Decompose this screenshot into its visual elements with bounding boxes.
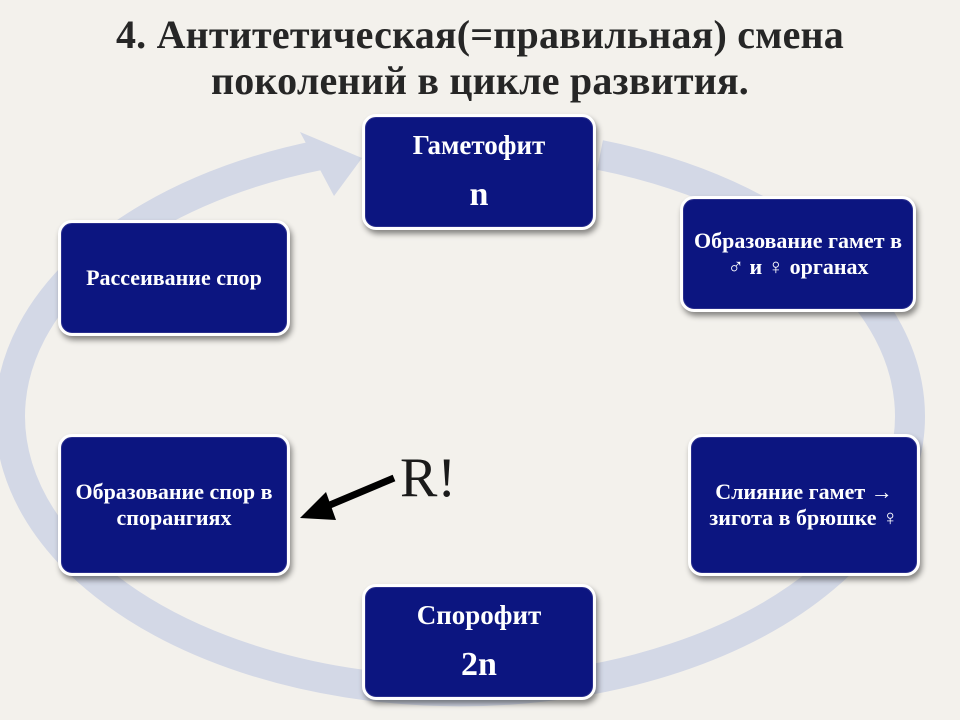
sporophyte-ploidy: 2n [461,646,497,683]
gamete-fusion-label: Слияние гамет → зигота в брюшке ♀ [709,479,899,530]
gamete-fusion-box: Слияние гамет → зигота в брюшке ♀ [688,434,920,576]
r-arrow-line [316,474,396,514]
r-arrow-head [300,492,336,520]
gamete-formation-box: Образование гамет в ♂ и ♀ органах [680,196,916,312]
spore-formation-label: Образование спор в спорангиях [75,479,273,530]
sporophyte-label: Спорофит [416,600,542,630]
cycle-arrowhead [300,132,362,196]
spore-dispersal-label: Рассеивание спор [86,265,262,290]
title-line-1: 4. Антитетическая(=правильная) смена [115,12,845,57]
gametophyte-box: Гаметофит n [362,114,596,230]
gametophyte-label: Гаметофит [412,130,546,160]
gamete-formation-label: Образование гамет в ♂ и ♀ органах [694,228,902,279]
reduction-division-label: R! [400,447,456,509]
gametophyte-ploidy: n [469,176,489,213]
page-title: 4. Антитетическая(=правильная) смена пок… [40,12,920,104]
spore-dispersal-box: Рассеивание спор [58,220,290,336]
spore-formation-box: Образование спор в спорангиях [58,434,290,576]
sporophyte-box: Спорофит 2n [362,584,596,700]
title-line-2: поколений в цикле развития. [210,58,750,103]
